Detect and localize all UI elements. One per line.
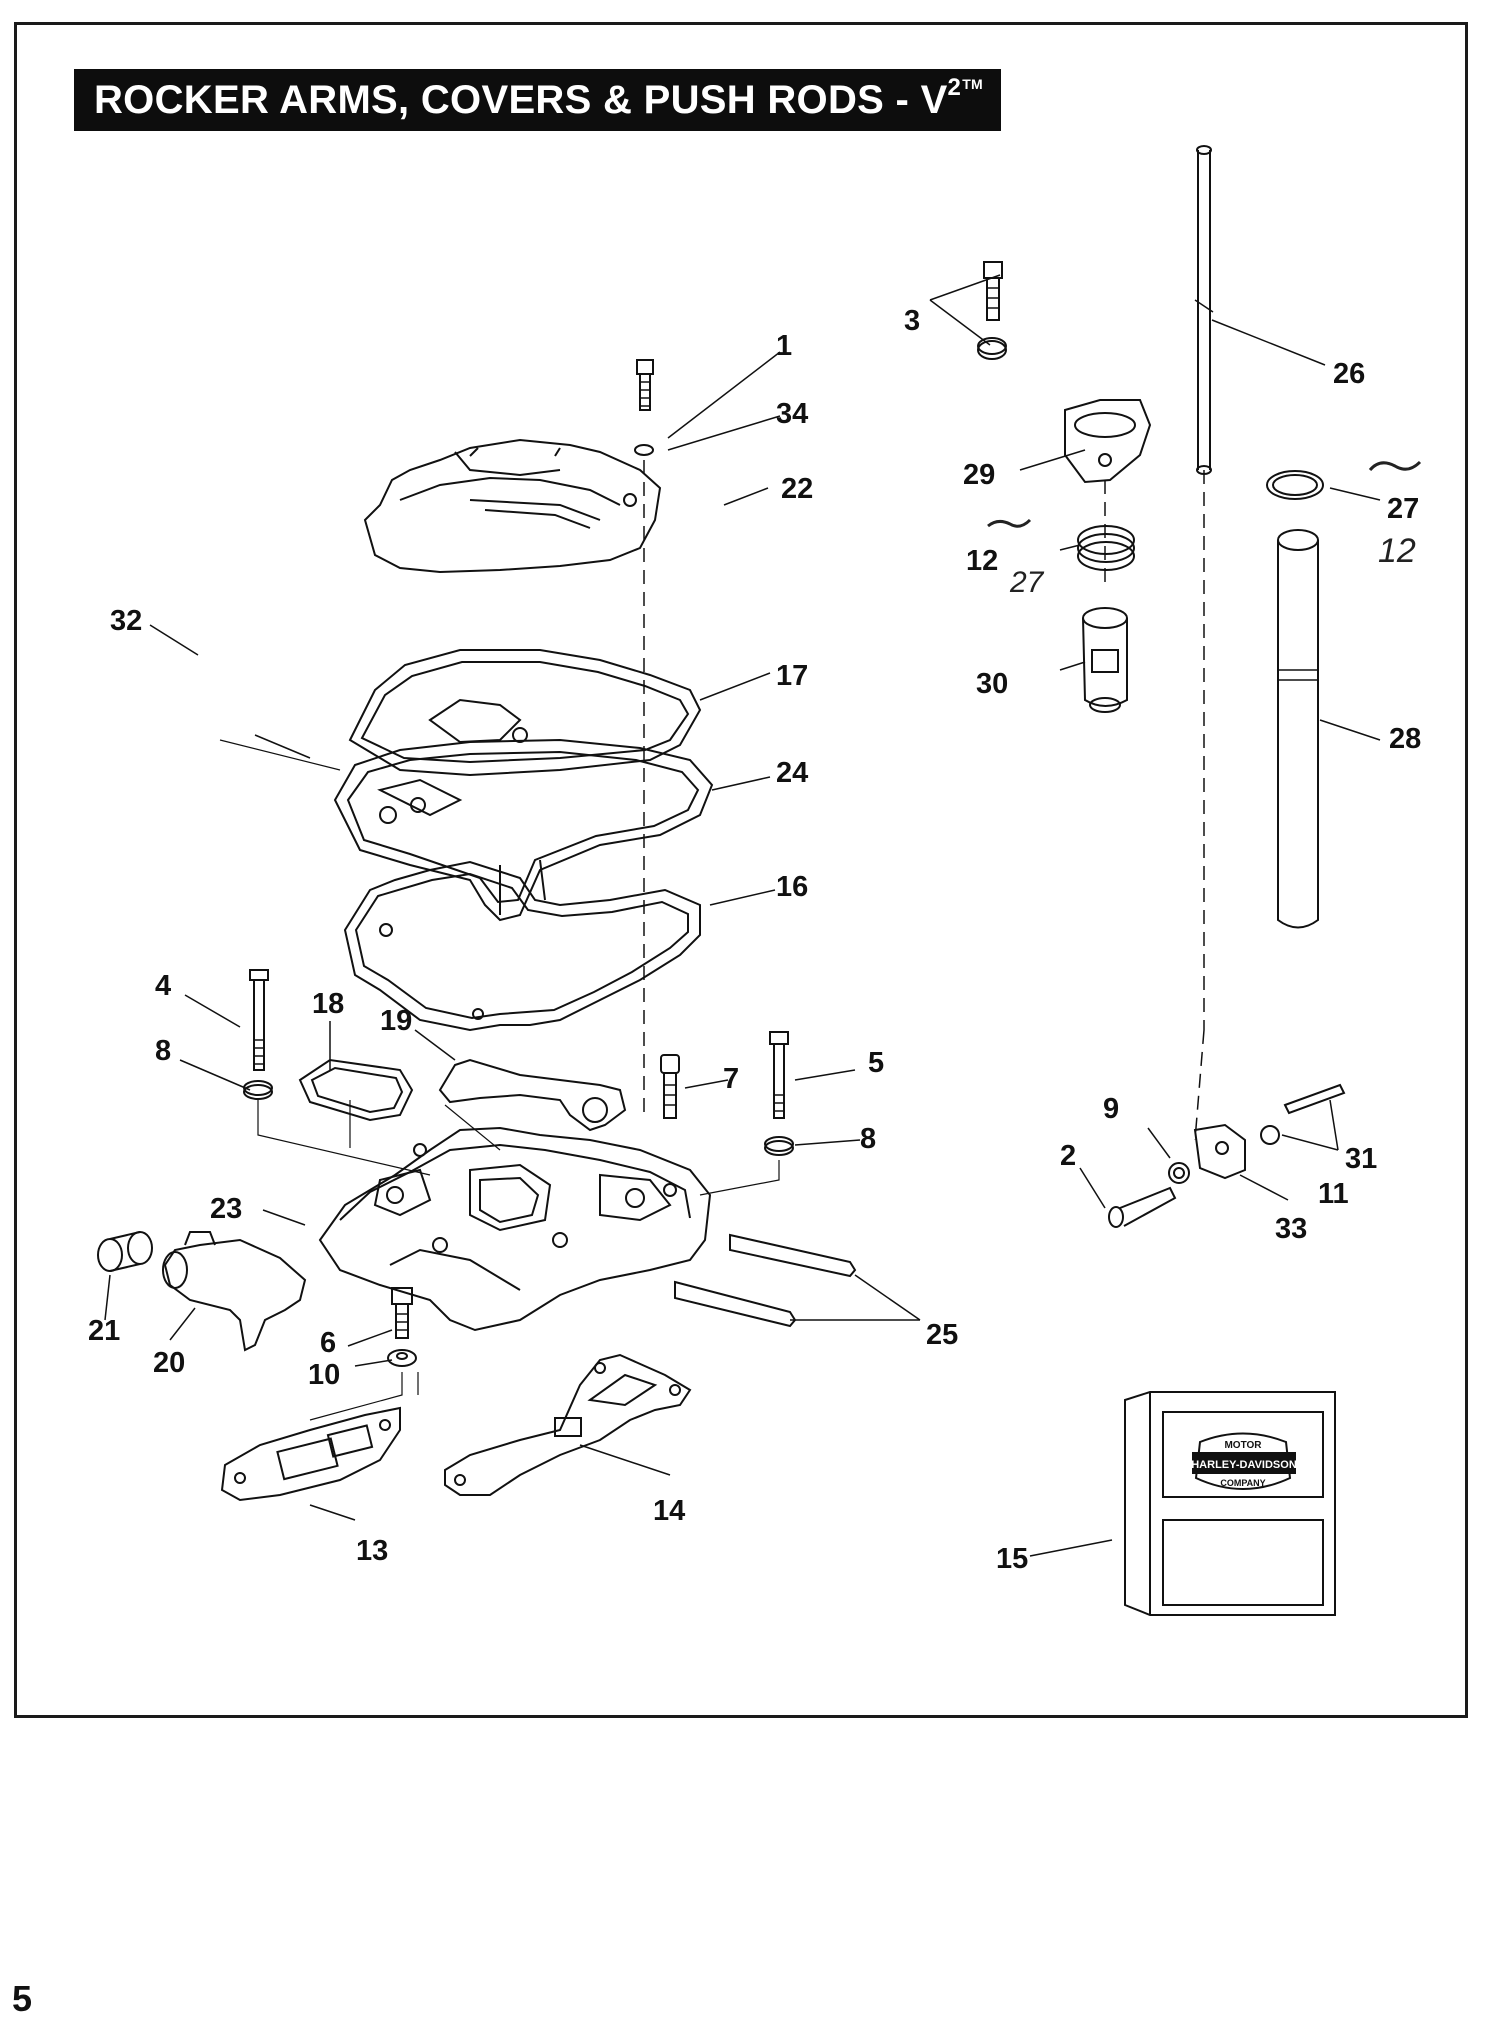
scribble-mark — [1368, 460, 1422, 472]
callout-3: 3 — [904, 305, 920, 337]
bolt-2-part — [1108, 1186, 1177, 1228]
callout-20: 20 — [153, 1347, 185, 1379]
breather-gasket-18-part — [298, 1058, 414, 1122]
assembly-lines — [219, 739, 780, 1421]
handwritten-notes: 27 12 27 — [987, 460, 1422, 599]
callout-11: 11 — [1318, 1178, 1349, 1210]
handwritten-note-27-left: 27 — [1009, 566, 1045, 599]
bolt-3-part — [977, 261, 1007, 360]
bolt-7-part — [660, 1054, 680, 1119]
o-ring-11-part — [1260, 1125, 1280, 1145]
callout-27: 27 — [1387, 493, 1419, 525]
callout-1: 1 — [776, 330, 792, 362]
callout-26: 26 — [1333, 358, 1365, 390]
callout-32: 32 — [110, 605, 142, 637]
callout-18: 18 — [312, 988, 344, 1020]
lifter-30-part — [1082, 607, 1128, 713]
harley-davidson-logo: MOTOR HARLEY-DAVIDSON COMPANY — [1191, 1432, 1297, 1490]
callout-25: 25 — [926, 1319, 958, 1351]
callout-24: 24 — [776, 757, 808, 789]
handwritten-note-12: 12 — [1378, 532, 1416, 570]
title-text: ROCKER ARMS, COVERS & PUSH RODS - V — [94, 77, 948, 122]
push-rod-26-part — [1194, 145, 1214, 475]
callout-2: 2 — [1060, 1140, 1076, 1172]
gasket-14-part — [444, 1353, 692, 1496]
callout-30: 30 — [976, 668, 1008, 700]
callout-19: 19 — [380, 1005, 412, 1037]
washer-9-part — [1168, 1162, 1190, 1184]
bushing-21-part — [97, 1231, 153, 1272]
callout-16: 16 — [776, 871, 808, 903]
push-rod-tube-28-part — [1277, 529, 1319, 929]
dowel-31-part — [1283, 1083, 1346, 1115]
callout-17: 17 — [776, 660, 808, 692]
callout-22: 22 — [781, 473, 813, 505]
rocker-arm-20-part — [162, 1231, 307, 1352]
callout-12: 12 — [966, 545, 998, 577]
gasket-16-part — [343, 860, 701, 1032]
o-ring-27-part — [1266, 470, 1324, 500]
callout-28: 28 — [1389, 723, 1421, 755]
callout-21: 21 — [88, 1315, 120, 1347]
cover-keeper-29-part — [1064, 399, 1152, 484]
title-superscript: 2 — [947, 74, 962, 101]
rocker-cover-part — [363, 438, 662, 574]
callout-23: 23 — [210, 1193, 242, 1225]
page-number: 5 — [12, 1978, 33, 2019]
gasket-17-part — [348, 649, 702, 777]
callout-31: 31 — [1345, 1143, 1377, 1175]
rocker-arm-19-part — [438, 1058, 627, 1132]
bolt-6-part — [387, 1287, 417, 1367]
gasket-13-part — [220, 1406, 401, 1502]
logo-text-bottom: COMPANY — [1220, 1478, 1265, 1488]
stud-5-part — [764, 1031, 794, 1156]
callout-10: 10 — [308, 1359, 340, 1391]
scribble-mark-2 — [987, 518, 1032, 528]
callout-8-right: 8 — [860, 1123, 876, 1155]
callout-labels: 1 2 3 4 5 6 7 8 8 9 10 11 12 13 14 15 16… — [88, 305, 1421, 1575]
callout-33: 33 — [1275, 1213, 1307, 1245]
bolt-1-part — [634, 359, 654, 456]
callout-34: 34 — [776, 398, 808, 430]
callout-5: 5 — [868, 1047, 884, 1079]
callout-6: 6 — [320, 1327, 336, 1359]
logo-text-middle: HARLEY-DAVIDSON — [1191, 1459, 1297, 1471]
anti-rotation-33-part — [1193, 1123, 1246, 1180]
callout-7: 7 — [723, 1063, 739, 1095]
rocker-shaft-25-part — [674, 1233, 857, 1328]
stud-4-part — [243, 969, 273, 1100]
seal-12-part — [1077, 525, 1135, 571]
diagram-frame — [14, 22, 1468, 1718]
callout-4: 4 — [155, 970, 171, 1002]
rocker-housing-part — [318, 1126, 712, 1332]
leader-lines — [104, 274, 1381, 1557]
callout-15: 15 — [996, 1543, 1028, 1575]
callout-13: 13 — [356, 1535, 388, 1567]
callout-29: 29 — [963, 459, 995, 491]
gasket-kit-15-part — [1124, 1391, 1336, 1616]
callout-9: 9 — [1103, 1093, 1119, 1125]
alignment-lines — [643, 460, 1205, 1141]
callout-8-left: 8 — [155, 1035, 171, 1067]
callout-14: 14 — [653, 1495, 685, 1527]
logo-text-top: MOTOR — [1224, 1440, 1262, 1451]
trademark-mark: TM — [962, 76, 984, 92]
